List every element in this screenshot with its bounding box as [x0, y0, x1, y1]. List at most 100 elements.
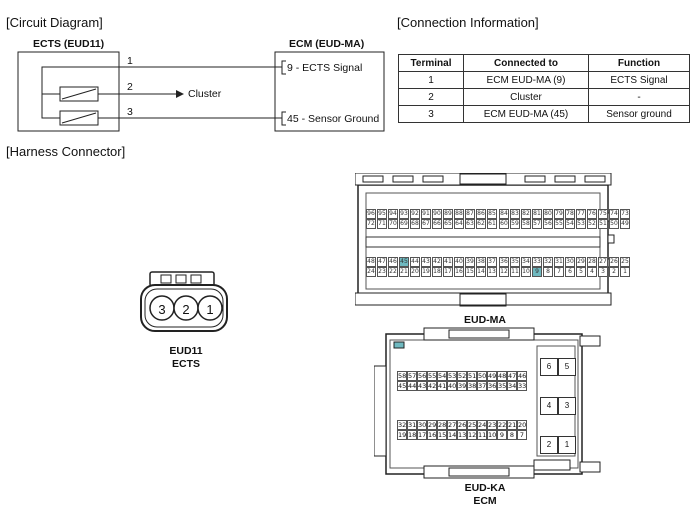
eud-ma-pin: 5 — [576, 267, 586, 277]
eud-ma-pin: 26 — [609, 257, 619, 267]
eud-ma-pin: 46 — [388, 257, 398, 267]
eud-ka-pin: 43 — [417, 381, 427, 391]
connection-table: Terminal Connected to Function 1 ECM EUD… — [398, 54, 690, 123]
eud-ka-pin: 38 — [467, 381, 477, 391]
eud-ma-pin: 43 — [421, 257, 431, 267]
eud-ma-pin: 80 — [543, 209, 553, 219]
eud-ma-pin: 58 — [521, 219, 531, 229]
eud-ma-pin: 21 — [399, 267, 409, 277]
eud-ma-pin: 45 — [399, 257, 409, 267]
table-header-row: Terminal Connected to Function — [398, 54, 690, 72]
eud-ma-pin: 4 — [587, 267, 597, 277]
table-cell: ECM EUD-MA (45) — [463, 105, 589, 123]
eud-ma-pin: 66 — [432, 219, 442, 229]
eud-ma-pin: 72 — [366, 219, 376, 229]
eud-ka-pin: 50 — [477, 371, 487, 381]
eud-ma-pin: 75 — [598, 209, 608, 219]
eud-ma-pin: 51 — [598, 219, 608, 229]
ecm-pin-9-label: 9 - ECTS Signal — [287, 62, 363, 74]
ects-pin-1: 1 — [206, 302, 214, 317]
eud-ka-pin: 22 — [497, 420, 507, 430]
eud-ma-pin: 56 — [543, 219, 553, 229]
eud-ka-pin: 11 — [477, 430, 487, 440]
table-cell: 1 — [398, 71, 464, 89]
wire-2-number: 2 — [127, 81, 133, 93]
eud-ma-pin: 70 — [388, 219, 398, 229]
eud-ma-pin: 13 — [487, 267, 497, 277]
eud-ma-pin: 28 — [587, 257, 597, 267]
eud-ma-pin: 25 — [620, 257, 630, 267]
eud-ka-pin: 47 — [507, 371, 517, 381]
circuit-diagram-heading: [Circuit Diagram] — [6, 15, 103, 30]
eud-ma-pin: 6 — [565, 267, 575, 277]
eud-ma-pin: 76 — [587, 209, 597, 219]
eud-ma-pin: 81 — [532, 209, 542, 219]
eud-ka-pin: 12 — [467, 430, 477, 440]
eud-ka-pin: 26 — [457, 420, 467, 430]
eud-ma-pin: 69 — [399, 219, 409, 229]
eud-ka-pin: 37 — [477, 381, 487, 391]
eud-ma-pin: 68 — [410, 219, 420, 229]
eud-ka-large-pin: 3 — [558, 397, 576, 415]
eud-ka-pin: 49 — [487, 371, 497, 381]
ects-connector-label: EUD11 — [169, 345, 203, 357]
eud-ma-pin: 1 — [620, 267, 630, 277]
ecm-title: ECM (EUD-MA) — [289, 38, 365, 50]
eud-ma-pin: 55 — [554, 219, 564, 229]
eud-ka-pin: 56 — [417, 371, 427, 381]
eud-ma-pin: 71 — [377, 219, 387, 229]
eud-ka-pin: 36 — [487, 381, 497, 391]
eud-ma-pin: 7 — [554, 267, 564, 277]
table-cell: Cluster — [463, 88, 589, 106]
eud-ma-pin: 59 — [510, 219, 520, 229]
eud-ka-large-pin: 2 — [540, 436, 558, 454]
eud-ma-pin: 91 — [421, 209, 431, 219]
circuit-diagram — [17, 51, 385, 132]
eud-ma-pin: 48 — [366, 257, 376, 267]
eud-ka-pin: 20 — [517, 420, 527, 430]
eud-ma-pin: 63 — [465, 219, 475, 229]
eud-ka-pin: 28 — [437, 420, 447, 430]
ects-title: ECTS (EUD11) — [33, 38, 105, 50]
eud-ka-large-pin: 6 — [540, 358, 558, 376]
eud-ma-pin: 52 — [587, 219, 597, 229]
eud-ka-pin: 31 — [407, 420, 417, 430]
eud-ka-pin: 33 — [517, 381, 527, 391]
eud-ma-pin: 33 — [532, 257, 542, 267]
eud-ka-pin: 30 — [417, 420, 427, 430]
eud-ma-pin: 50 — [609, 219, 619, 229]
eud-ma-pin: 49 — [620, 219, 630, 229]
table-cell: ECM EUD-MA (9) — [463, 71, 589, 89]
table-row: 3 ECM EUD-MA (45) Sensor ground — [398, 105, 690, 123]
eud-ma-pin: 44 — [410, 257, 420, 267]
eud-ka-pin: 19 — [397, 430, 407, 440]
eud-ma-pin: 8 — [543, 267, 553, 277]
eud-ma-label: EUD-MA — [464, 314, 506, 326]
harness-connector-heading: [Harness Connector] — [6, 144, 126, 159]
table-header: Function — [588, 54, 690, 72]
eud-ma-pin: 30 — [565, 257, 575, 267]
eud-ma-pin: 41 — [443, 257, 453, 267]
eud-ma-pin: 29 — [576, 257, 586, 267]
eud-ma-pin: 87 — [465, 209, 475, 219]
eud-ka-pin: 48 — [497, 371, 507, 381]
eud-ka-pin: 46 — [517, 371, 527, 381]
eud-ka-pin: 57 — [407, 371, 417, 381]
eud-ma-pin: 83 — [510, 209, 520, 219]
eud-ma-pin: 14 — [476, 267, 486, 277]
eud-ka-pin: 13 — [457, 430, 467, 440]
eud-ka-pin: 42 — [427, 381, 437, 391]
eud-ma-pin: 22 — [388, 267, 398, 277]
eud-ka-large-pin: 1 — [558, 436, 576, 454]
ects-box — [17, 51, 120, 132]
eud-ma-pin: 3 — [598, 267, 608, 277]
ects-connector — [140, 271, 228, 332]
eud-ka-label: EUD-KA — [464, 482, 506, 494]
connection-info-heading: [Connection Information] — [397, 15, 539, 30]
eud-ka-pin: 17 — [417, 430, 427, 440]
eud-ka-pin: 25 — [467, 420, 477, 430]
eud-ma-pin: 93 — [399, 209, 409, 219]
table-row: 1 ECM EUD-MA (9) ECTS Signal — [398, 71, 690, 89]
